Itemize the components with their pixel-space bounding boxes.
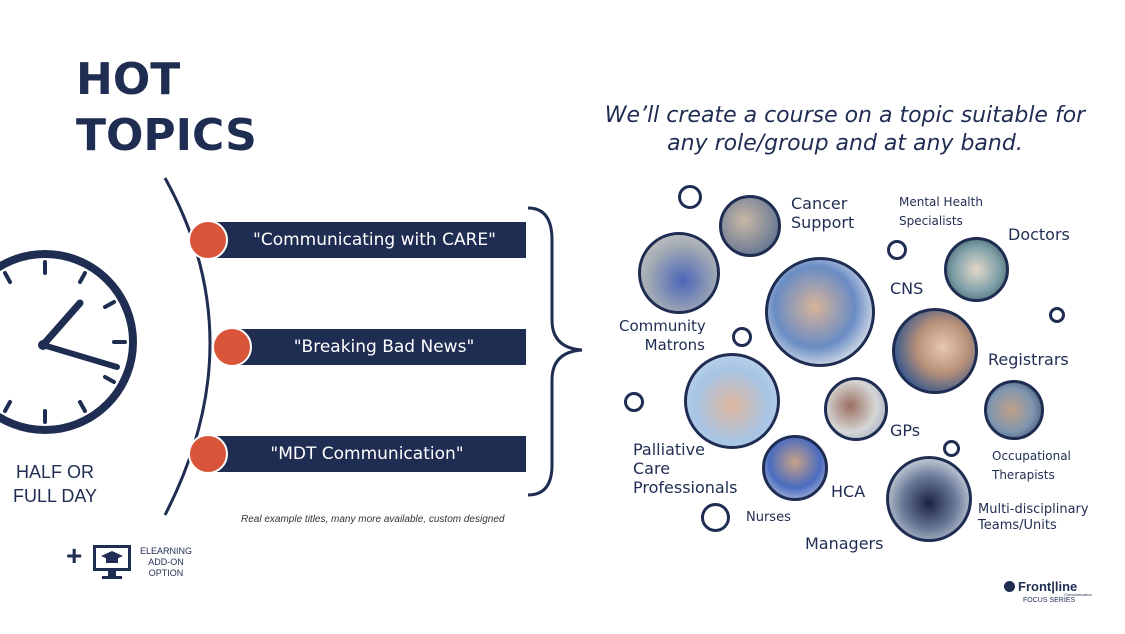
role-community-matrons: Community Matrons: [619, 317, 706, 355]
role-managers: Managers: [805, 534, 884, 553]
topic-label-1: "Communicating with CARE": [253, 230, 496, 250]
clock-icon: [0, 250, 137, 434]
elearning-line-2: ADD-ON: [148, 557, 184, 567]
role-nurses: Nurses: [746, 510, 791, 525]
gps-photo: [824, 377, 888, 441]
role-hca: HCA: [831, 482, 866, 501]
role-occupational-line-2: Therapists: [992, 468, 1055, 482]
elearning-line-1: ELEARNING: [139, 546, 192, 556]
cns-photo: [765, 257, 875, 367]
registrars-photo: [892, 308, 978, 394]
mdt-teams-photo: [886, 456, 972, 542]
decorative-ring: [1049, 307, 1065, 323]
role-palliative-line-3: Professionals: [633, 478, 738, 497]
role-mdt: Multi-disciplinary Teams/Units: [978, 502, 1089, 534]
duration-line-1: HALF OR: [15, 462, 94, 482]
role-registrars: Registrars: [988, 350, 1069, 369]
community-matrons-photo: [638, 232, 720, 314]
logo-mark-icon: [1004, 581, 1015, 592]
topic-bullet-1: [188, 220, 228, 260]
tagline-line-2: any role/group and at any band.: [667, 131, 1023, 156]
role-cns: CNS: [890, 279, 924, 298]
role-palliative-care: Palliative Care Professionals: [633, 440, 738, 497]
cancer-support-photo: [719, 195, 781, 257]
elearning-label: ELEARNING ADD-ON OPTION: [135, 546, 197, 579]
role-gps: GPs: [890, 421, 921, 440]
title-line-2: TOPICS: [76, 110, 257, 161]
topic-bullet-3: [188, 434, 228, 474]
duration-label: HALF OR FULL DAY: [0, 460, 110, 508]
topic-pill-1: "Communicating with CARE": [213, 222, 526, 258]
topic-pill-2: "Breaking Bad News": [237, 329, 526, 365]
hca-photo: [762, 435, 828, 501]
role-community-line-1: Community: [619, 317, 706, 335]
tagline: We’ll create a course on a topic suitabl…: [600, 102, 1090, 158]
tagline-line-1: We’ll create a course on a topic suitabl…: [604, 103, 1086, 128]
decorative-ring: [887, 240, 907, 260]
connector-lines: [163, 177, 583, 516]
role-mental-line-2: Specialists: [899, 214, 963, 228]
decorative-ring: [624, 392, 644, 412]
doctors-photo: [944, 237, 1009, 302]
role-occupational-line-1: Occupational: [992, 449, 1071, 463]
elearning-line-3: OPTION: [148, 568, 184, 578]
title-line-1: HOT: [76, 54, 181, 105]
topic-bullet-2: [212, 327, 252, 367]
duration-line-2: FULL DAY: [12, 486, 98, 506]
role-palliative-line-2: Care: [633, 459, 671, 478]
role-cancer-line-2: Support: [791, 213, 855, 232]
occupational-therapists-photo: [984, 380, 1044, 440]
role-mental-line-1: Mental Health: [899, 195, 983, 209]
logo-brand: Front|line: [1018, 579, 1078, 594]
decorative-ring: [943, 440, 960, 457]
decorative-ring: [678, 185, 702, 209]
logo-sub: Communication: [1064, 592, 1092, 597]
page-title: HOT TOPICS: [76, 52, 257, 164]
topic-label-2: "Breaking Bad News": [293, 337, 475, 357]
decorative-ring: [732, 327, 752, 347]
role-mdt-line-2: Teams/Units: [978, 518, 1057, 533]
frontline-logo: Front|line Communication FOCUS SERIES: [1004, 579, 1092, 604]
role-community-line-2: Matrons: [644, 336, 705, 354]
elearning-monitor-icon: [93, 545, 131, 579]
role-cancer-support: Cancer Support: [791, 194, 854, 232]
role-mdt-line-1: Multi-disciplinary: [978, 502, 1089, 517]
decorative-ring: [701, 503, 730, 532]
role-occupational-therapists: Occupational Therapists: [992, 447, 1071, 485]
topic-pill-3: "MDT Communication": [213, 436, 526, 472]
disclaimer-text: Real example titles, many more available…: [241, 514, 505, 525]
role-mental-health: Mental Health Specialists: [899, 193, 983, 231]
topic-label-3: "MDT Communication": [270, 444, 464, 464]
role-palliative-line-1: Palliative: [633, 440, 705, 459]
plus-icon: +: [66, 540, 83, 571]
role-cancer-line-1: Cancer: [791, 194, 848, 213]
role-doctors: Doctors: [1008, 225, 1070, 244]
palliative-care-photo: [684, 353, 780, 449]
logo-series: FOCUS SERIES: [1023, 597, 1076, 604]
